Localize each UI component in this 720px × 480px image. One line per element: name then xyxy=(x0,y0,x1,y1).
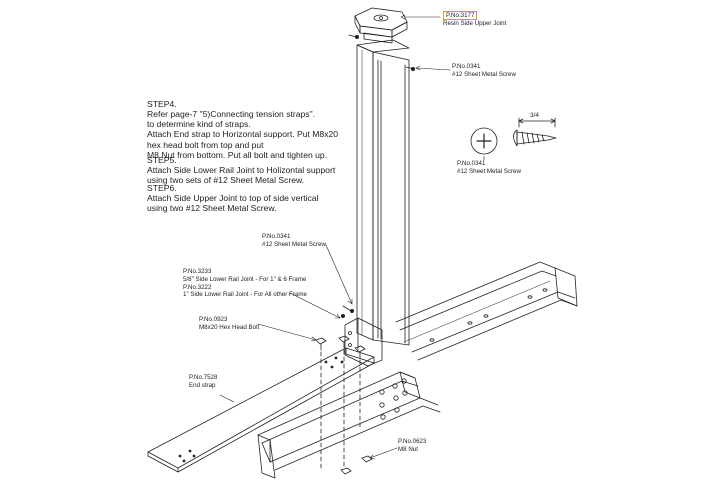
screw-mid-part-number: P.No.0341 xyxy=(262,233,291,240)
callout-end-strap: P.No.7528 End strap xyxy=(189,374,217,390)
callout-hex-bolt: P.No.0923 M8x20 Hex Head Bolt xyxy=(199,316,259,332)
upper-joint-part-number: P.No.3177 xyxy=(443,11,478,20)
lower-rail-joint xyxy=(340,305,383,367)
cap-screw xyxy=(348,34,359,40)
lower-rail-joint-description: 1" Side Lower Rail Joint - For All other… xyxy=(183,291,307,299)
step4-line: M8 Nut from bottom. Put all bolt and tig… xyxy=(147,149,328,160)
callout-screw-top: P.No.0341 #12 Sheet Metal Screw xyxy=(452,63,516,79)
step6-line: Attach Side Upper Joint to top of side v… xyxy=(147,193,319,204)
screw-top-description: #12 Sheet Metal Screw xyxy=(452,70,516,78)
step6-heading: STEP6. xyxy=(147,183,177,193)
upper-joint-cap xyxy=(354,7,408,44)
hex-bolts xyxy=(315,335,366,471)
callout-screw-detail: P.No.0341 #12 Sheet Metal Screw xyxy=(457,160,521,176)
callout-screw-mid: P.No.0341 #12 Sheet Metal Screw xyxy=(262,233,326,249)
screw-detail xyxy=(470,117,557,155)
step5-line: Attach Side Lower Rail Joint to Holizont… xyxy=(147,165,336,176)
m8-nuts xyxy=(340,455,373,475)
lower-rail-joint-description: 5/8" Side Lower Rail Joint - For 1" & 6 … xyxy=(183,275,307,283)
vertical-post xyxy=(356,39,415,346)
screw-mid-description: #12 Sheet Metal Screw xyxy=(262,240,326,248)
screw-length-dimension: 3/4 xyxy=(530,112,540,119)
step5-line: using two sets of #12 Sheet Metal Screw. xyxy=(147,175,305,186)
horizontal-support xyxy=(395,261,578,361)
step4-line: Refer page-7 "5)Connecting tension strap… xyxy=(147,109,316,120)
end-strap-description: End strap xyxy=(189,381,216,389)
leader-lines xyxy=(219,14,485,460)
callout-upper-joint: P.No.3177 Resin Side Upper Joint xyxy=(443,11,507,28)
step4-line: hex head bolt from top and put xyxy=(147,139,264,150)
main-channel xyxy=(257,371,441,479)
lower-rail-joint-part-number: P.No.3233 xyxy=(183,268,212,275)
end-strap-part-number: P.No.7528 xyxy=(189,374,218,381)
end-strap xyxy=(147,347,375,473)
nut-description: M8 Nut xyxy=(398,445,418,453)
step6-line: using two #12 Sheet Metal Screw. xyxy=(147,203,277,214)
step4-block: STEP4. Refer page-7 "5)Connecting tensio… xyxy=(147,99,338,160)
callout-nut: P.No.0623 M8 Nut xyxy=(398,438,426,454)
screw-detail-description: #12 Sheet Metal Screw xyxy=(457,167,521,175)
lower-rail-joint-part-number: P.No.3222 xyxy=(183,283,212,291)
screw-top-part-number: P.No.0341 xyxy=(452,63,481,70)
step5-block: STEP5. Attach Side Lower Rail Joint to H… xyxy=(147,155,335,185)
hex-bolt-part-number: P.No.0923 xyxy=(199,316,228,323)
screw-detail-part-number: P.No.0341 xyxy=(457,160,486,167)
step4-line: to determine kind of straps. xyxy=(147,119,251,130)
step6-block: STEP6. Attach Side Upper Joint to top of… xyxy=(147,183,319,213)
step4-heading: STEP4. xyxy=(147,99,177,109)
callout-lower-rail-joint: P.No.3233 5/8" Side Lower Rail Joint - F… xyxy=(183,268,307,299)
nut-part-number: P.No.0623 xyxy=(398,438,427,445)
step5-heading: STEP5. xyxy=(147,155,177,165)
step4-line: Attach End strap to Horizontal support. … xyxy=(147,129,339,140)
hex-bolt-description: M8x20 Hex Head Bolt xyxy=(199,323,260,331)
upper-joint-description: Resin Side Upper Joint xyxy=(443,19,507,27)
